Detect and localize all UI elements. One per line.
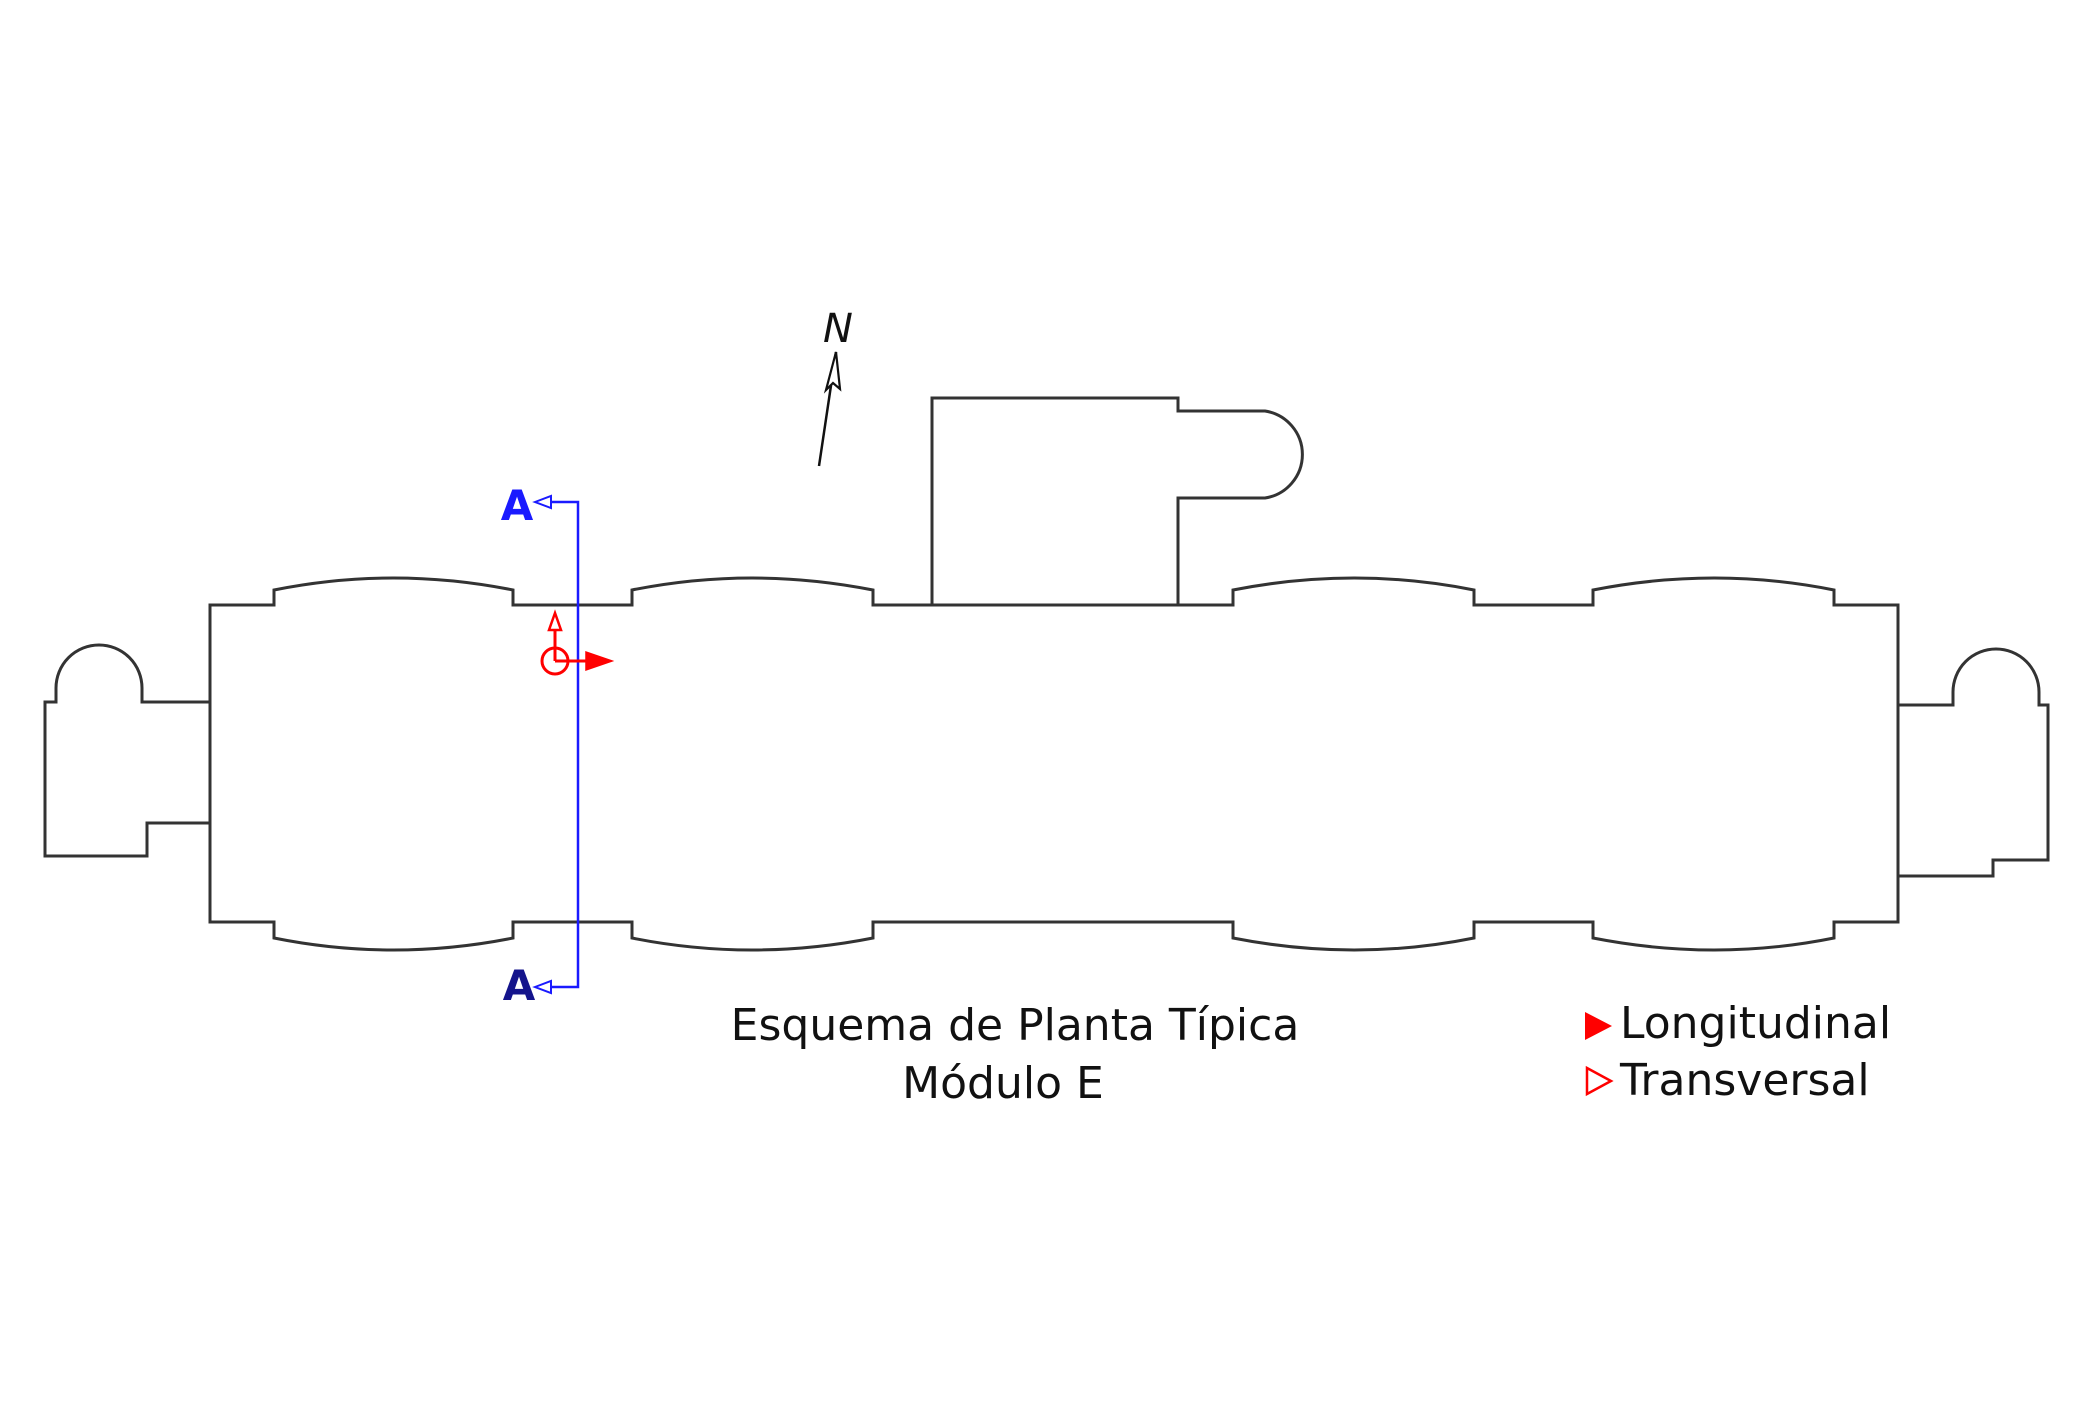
filled-triangle-icon [1585,1012,1612,1040]
section-cut-line [543,500,580,989]
section-arrow-bottom-icon [532,979,552,995]
outline-triangle-icon [1585,1065,1614,1097]
caption-subtitle: Módulo E [902,1058,1104,1109]
north-arrow: N [817,306,853,467]
legend: Longitudinal Transversal [1585,998,1891,1106]
section-label-bottom: A [503,961,536,1010]
west-annex-outline [43,643,210,858]
caption-title: Esquema de Planta Típica [731,1000,1300,1051]
section-label-top: A [501,481,534,530]
section-arrow-top-icon [532,494,552,510]
section-cut-marker: A A [501,481,580,1010]
legend-label-longitudinal: Longitudinal [1620,998,1891,1049]
building-outline [208,396,1900,952]
longitudinal-direction-arrow-icon [585,650,615,672]
east-annex-outline [1898,647,2050,878]
north-label: N [823,306,853,352]
transversal-direction-arrow-icon [547,609,563,632]
camera-crosshair [553,648,568,663]
north-arrowhead-icon [823,351,842,394]
legend-label-transversal: Transversal [1619,1055,1870,1106]
camera-viewpoint-marker [540,609,615,676]
